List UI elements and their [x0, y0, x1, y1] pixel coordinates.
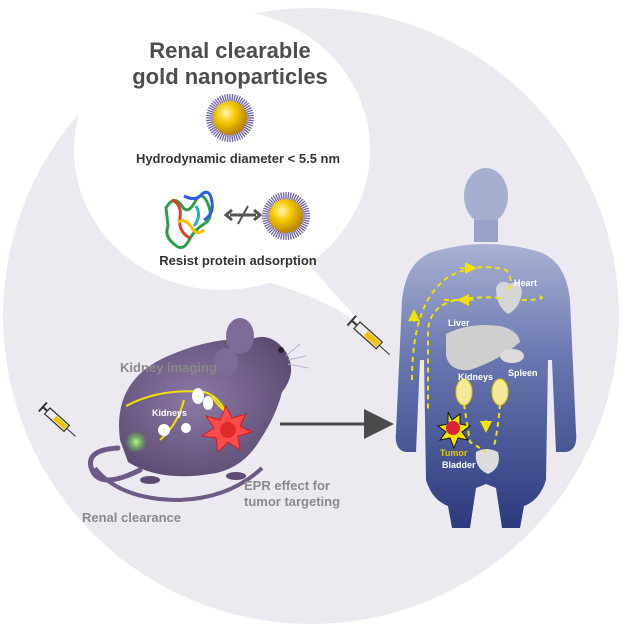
human-body-silhouette	[395, 168, 577, 528]
kidney-imaging-label: Kidney imaging	[120, 360, 217, 375]
blocked-binding-icon	[223, 205, 263, 225]
heart-organ-icon	[496, 281, 522, 314]
heart-label: Heart	[514, 278, 537, 288]
renal-clearance-label: Renal clearance	[82, 510, 181, 525]
liver-label: Liver	[448, 318, 470, 328]
mouse-illustration	[88, 318, 309, 503]
spleen-label: Spleen	[508, 368, 538, 378]
protein-icon	[164, 190, 214, 249]
kidney-organ-icon	[455, 378, 509, 406]
mouse-tumor-icon	[200, 404, 254, 454]
gold-nanoparticle-icon	[262, 192, 310, 240]
bladder-organ-icon	[475, 449, 499, 474]
spleen-organ-icon	[500, 349, 524, 363]
syringe-icon	[38, 401, 76, 437]
mouse-kidneys-label: Kidneys	[152, 408, 187, 418]
gold-nanoparticle-icon	[206, 94, 254, 142]
circulation-path	[411, 266, 543, 453]
bladder-label: Bladder	[442, 460, 476, 470]
epr-label-line1: EPR effect for	[244, 478, 330, 493]
kidneys-label: Kidneys	[458, 372, 493, 382]
bubble-title-line1: Renal clearable	[149, 38, 310, 63]
human-tumor-icon	[436, 411, 472, 450]
epr-label-line2: tumor targeting	[244, 494, 340, 509]
bubble-title-line2: gold nanoparticles	[132, 64, 328, 89]
protein-label: Resist protein adsorption	[159, 253, 317, 268]
tumor-label: Tumor	[440, 448, 468, 458]
liver-organ-icon	[446, 325, 520, 371]
diameter-label: Hydrodynamic diameter < 5.5 nm	[136, 151, 340, 166]
syringe-icon	[346, 315, 391, 356]
